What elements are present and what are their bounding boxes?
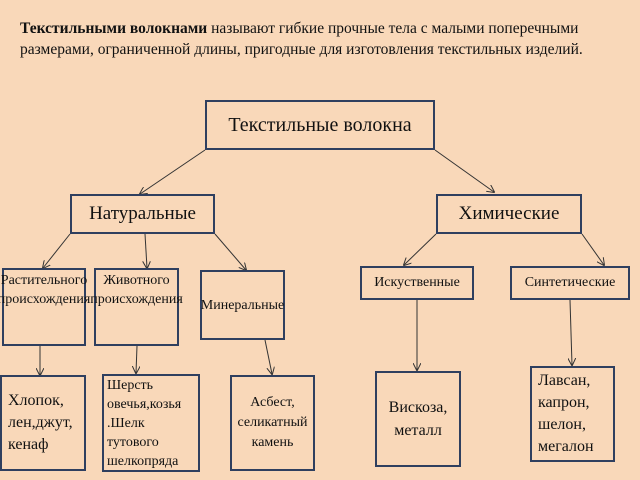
node-root-label: Текстильные волокна	[228, 113, 412, 136]
node-artificial: Искуственные	[360, 266, 474, 300]
node-plant-origin-label: Растительного происхождения	[0, 273, 91, 307]
arrow-natural-mineral	[214, 233, 246, 270]
arrow-mineral-examples	[264, 339, 272, 374]
node-mineral-examples-label: Асбест, селикатный камень	[237, 395, 308, 450]
arrow-animal-examples	[136, 345, 137, 373]
node-natural-label: Натуральные	[89, 203, 196, 224]
node-synthetic-examples: Лавсан, капрон, шелон, мегалон	[530, 366, 615, 462]
node-animal-examples-label: Шерсть овечья,козья .Шелк тутового шелко…	[107, 377, 182, 469]
node-root: Текстильные волокна	[205, 100, 435, 150]
definition-term: Текстильными волокнами	[20, 20, 208, 37]
node-animal-origin-label: Животного происхождения	[90, 273, 183, 307]
arrow-synthetic-examples	[570, 299, 572, 365]
node-chemical-label: Химические	[458, 203, 560, 224]
node-plant-examples-label: Хлопок, лен,джут, кенаф	[8, 392, 73, 453]
arrow-chemical-artificial	[404, 233, 437, 265]
node-animal-origin: Животного происхождения	[90, 268, 183, 346]
node-plant-examples: Хлопок, лен,джут, кенаф	[0, 375, 86, 471]
node-synthetic-label: Синтетические	[524, 275, 616, 290]
arrow-natural-plant	[43, 233, 71, 268]
node-mineral-examples: Асбест, селикатный камень	[230, 375, 315, 471]
arrow-chemical-synthetic	[581, 233, 604, 265]
definition-paragraph: Текстильными волокнами называют гибкие п…	[20, 18, 620, 60]
arrow-natural-animal	[145, 233, 147, 268]
node-natural: Натуральные	[70, 194, 215, 234]
node-plant-origin: Растительного происхождения	[0, 268, 90, 346]
arrow-root-chemical	[434, 149, 494, 192]
node-synthetic: Синтетические	[510, 266, 630, 300]
node-mineral-label: Минеральные	[200, 297, 285, 313]
arrow-root-natural	[140, 149, 206, 194]
definition-text: называют гибкие прочные тела с малыми по…	[20, 20, 583, 58]
node-artificial-label: Искуственные	[374, 275, 460, 290]
node-chemical: Химические	[436, 194, 582, 234]
node-synthetic-examples-label: Лавсан, капрон, шелон, мегалон	[538, 372, 594, 455]
node-mineral: Минеральные	[200, 270, 285, 340]
node-artificial-examples-label: Вискоза, металл	[388, 399, 448, 439]
node-animal-examples: Шерсть овечья,козья .Шелк тутового шелко…	[102, 374, 200, 472]
node-artificial-examples: Вискоза, металл	[375, 371, 461, 467]
